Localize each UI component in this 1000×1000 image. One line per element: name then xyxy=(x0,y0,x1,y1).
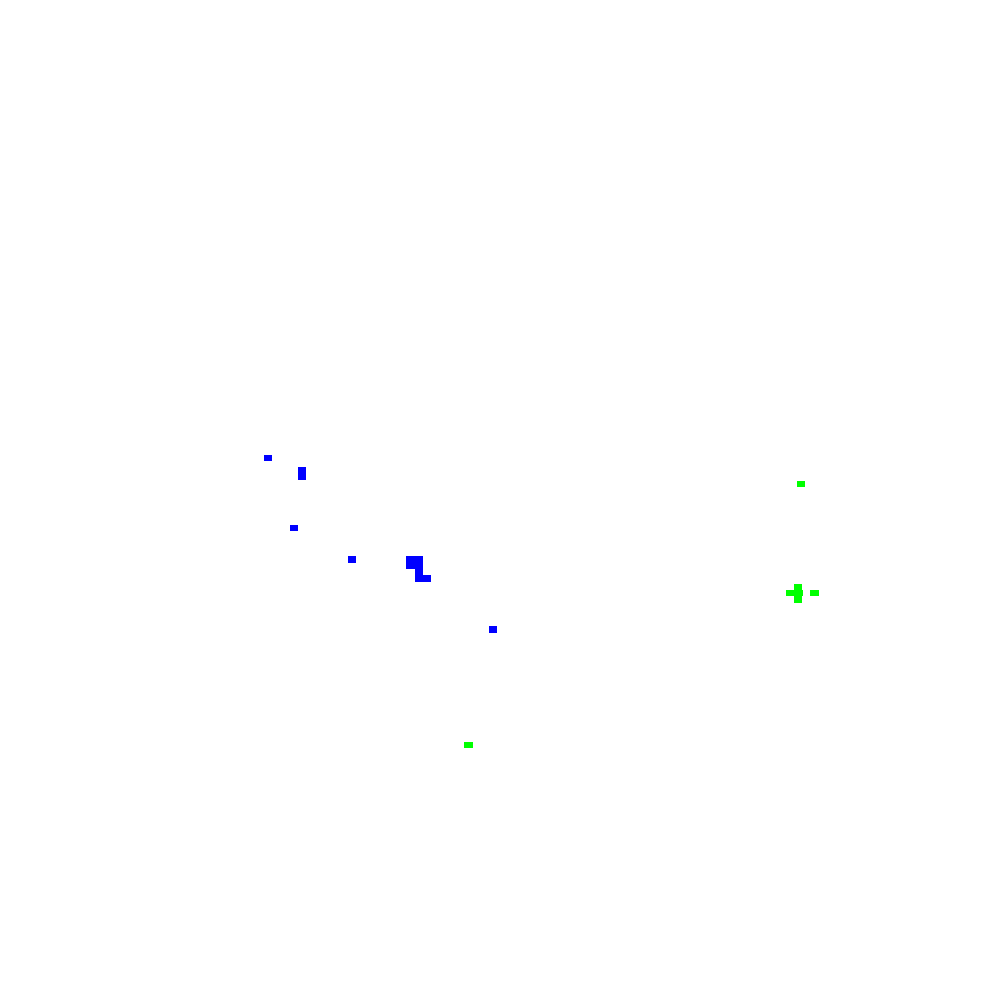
blue-blob xyxy=(348,556,356,563)
blue-blob xyxy=(290,525,298,531)
blue-blob xyxy=(489,626,497,633)
green-blob xyxy=(810,590,819,596)
blue-blob xyxy=(415,575,431,582)
green-pixel-cluster xyxy=(464,481,819,748)
green-blob xyxy=(794,584,802,590)
blue-blob xyxy=(264,455,272,461)
green-blob xyxy=(464,742,473,748)
green-blob xyxy=(794,596,802,603)
blue-blob xyxy=(415,569,423,575)
green-blob xyxy=(797,481,805,487)
green-blob xyxy=(786,590,803,596)
blue-pixel-cluster xyxy=(264,455,497,633)
blue-blob xyxy=(298,473,306,480)
blue-blob xyxy=(298,467,306,473)
blue-blob xyxy=(406,556,423,569)
